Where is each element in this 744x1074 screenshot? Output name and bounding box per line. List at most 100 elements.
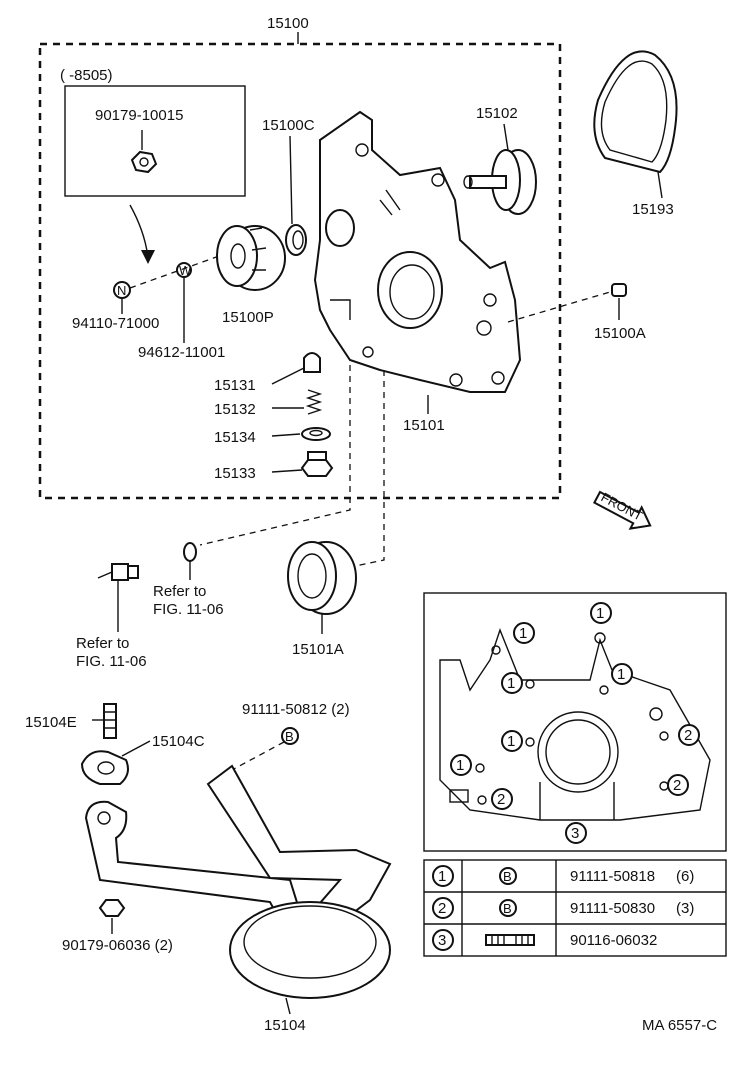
drawing-number: MA 6557-C <box>642 1017 717 1034</box>
plug-a-icon <box>611 283 627 297</box>
inset-marker-1b: 1 <box>513 622 535 644</box>
rotor-icon <box>463 149 537 215</box>
stud-icon <box>103 703 117 739</box>
rotor-label: 15102 <box>476 105 518 122</box>
inset-marker-1c: 1 <box>611 663 633 685</box>
old-nut-box <box>64 85 246 197</box>
valve-plug-icon <box>300 451 334 477</box>
nut-n-label: 94110-71000 <box>72 315 159 332</box>
svg-text:1: 1 <box>456 757 464 774</box>
inset-marker-1d: 1 <box>501 672 523 694</box>
sensor-washer-icon <box>183 542 197 562</box>
valve-plug-label: 15133 <box>214 465 256 482</box>
strainer-gasket-label: 15104C <box>152 733 205 750</box>
svg-text:1: 1 <box>507 675 515 692</box>
inset-marker-2b: 2 <box>667 774 689 796</box>
spring-icon <box>305 389 323 415</box>
legend-table <box>423 859 727 957</box>
inset-panel <box>423 592 727 852</box>
strainer-gasket-hole <box>97 761 115 775</box>
date-range-label: ( -8505) <box>60 67 113 84</box>
n-symbol: N <box>117 283 126 298</box>
sensor-dash-line <box>199 365 351 546</box>
old-nut-label: 90179-10015 <box>95 107 183 124</box>
bolt-b-dash <box>231 741 285 771</box>
svg-text:1: 1 <box>596 605 604 622</box>
bottom-nut-label: 90179-06036 (2) <box>62 937 173 954</box>
stud-label: 15104E <box>25 714 77 731</box>
row1-symbol-icon <box>499 867 517 885</box>
inset-marker-1e: 1 <box>501 730 523 752</box>
gasket-label: 15193 <box>632 201 674 218</box>
inset-body-icon <box>439 627 711 821</box>
seal-dash-line <box>345 370 385 569</box>
refer2-b: FIG. 11-06 <box>76 653 147 670</box>
table-row: 1 B 91111-50818 (6) <box>432 865 694 887</box>
row1-qty: (6) <box>676 868 694 885</box>
strainer-leader <box>285 997 291 1015</box>
plug-a-label: 15100A <box>594 325 646 342</box>
inset-marker-2c: 2 <box>491 788 513 810</box>
row1-marker: 1 <box>438 868 446 885</box>
oil-seal-c-inner <box>292 230 304 250</box>
row2-part: 91111-50830 <box>570 900 655 917</box>
plug-a-dash <box>507 291 611 323</box>
strainer-gasket-icon <box>80 750 129 785</box>
oil-seal-c-label: 15100C <box>262 117 315 134</box>
inset-marker-2a: 2 <box>678 724 700 746</box>
oil-seal-a-icon <box>287 541 357 615</box>
pressure-switch-icon <box>97 563 139 581</box>
refer1-a: Refer to <box>153 583 206 600</box>
stud-bolt-icon <box>485 934 535 946</box>
svg-text:2: 2 <box>684 727 692 744</box>
row2-symbol: B <box>503 901 512 916</box>
drive-gear-icon <box>216 225 286 291</box>
refer1-b: FIG. 11-06 <box>153 601 224 618</box>
inset-marker-1f: 1 <box>450 754 472 776</box>
pump-body-label: 15101 <box>403 417 445 434</box>
b-symbol-icon <box>281 727 299 745</box>
svg-text:3: 3 <box>571 825 579 842</box>
bottom-nut-icon <box>98 899 126 917</box>
spring-label: 15132 <box>214 401 256 418</box>
old-nut-icon <box>130 150 158 174</box>
rotor-leader <box>503 123 509 151</box>
table-row: 3 90116-06032 <box>432 929 657 951</box>
retainer-label: 15134 <box>214 429 256 446</box>
strainer-label: 15104 <box>264 1017 306 1034</box>
gasket-leader <box>657 171 663 199</box>
gasket-inner <box>600 60 668 163</box>
strainer-icon <box>84 764 392 999</box>
retainer-leader <box>271 433 301 437</box>
retainer-inner <box>309 429 323 437</box>
b-symbol: B <box>285 729 294 744</box>
gear-p-label: 15100P <box>222 309 274 326</box>
valve-plug-leader <box>271 469 303 473</box>
inset-marker-1a: 1 <box>590 602 612 624</box>
arrow-head-icon <box>141 250 155 264</box>
svg-text:2: 2 <box>673 777 681 794</box>
svg-text:1: 1 <box>617 666 625 683</box>
valve-leader <box>271 367 305 385</box>
bolt-b-label: 91111-50812 (2) <box>242 701 350 718</box>
strainer-gasket-leader <box>121 740 151 757</box>
front-arrow-icon <box>593 490 652 530</box>
table-row: 2 B 91111-50830 (3) <box>432 897 694 919</box>
svg-text:2: 2 <box>497 791 505 808</box>
w-symbol: W <box>179 263 192 278</box>
row3-part: 90116-06032 <box>570 932 657 949</box>
row2-symbol-icon <box>499 899 517 917</box>
svg-text:1: 1 <box>507 733 515 750</box>
shaft-dash-line <box>129 254 223 289</box>
pump-body-icon <box>313 110 522 393</box>
washer-w-label: 94612-11001 <box>138 344 225 361</box>
row1-part: 91111-50818 <box>570 868 655 885</box>
row1-symbol: B <box>503 869 512 884</box>
inset-marker-3: 3 <box>565 822 587 844</box>
row2-qty: (3) <box>676 900 694 917</box>
svg-text:1: 1 <box>519 625 527 642</box>
oil-seal-c-leader <box>289 135 293 225</box>
valve-label: 15131 <box>214 377 256 394</box>
